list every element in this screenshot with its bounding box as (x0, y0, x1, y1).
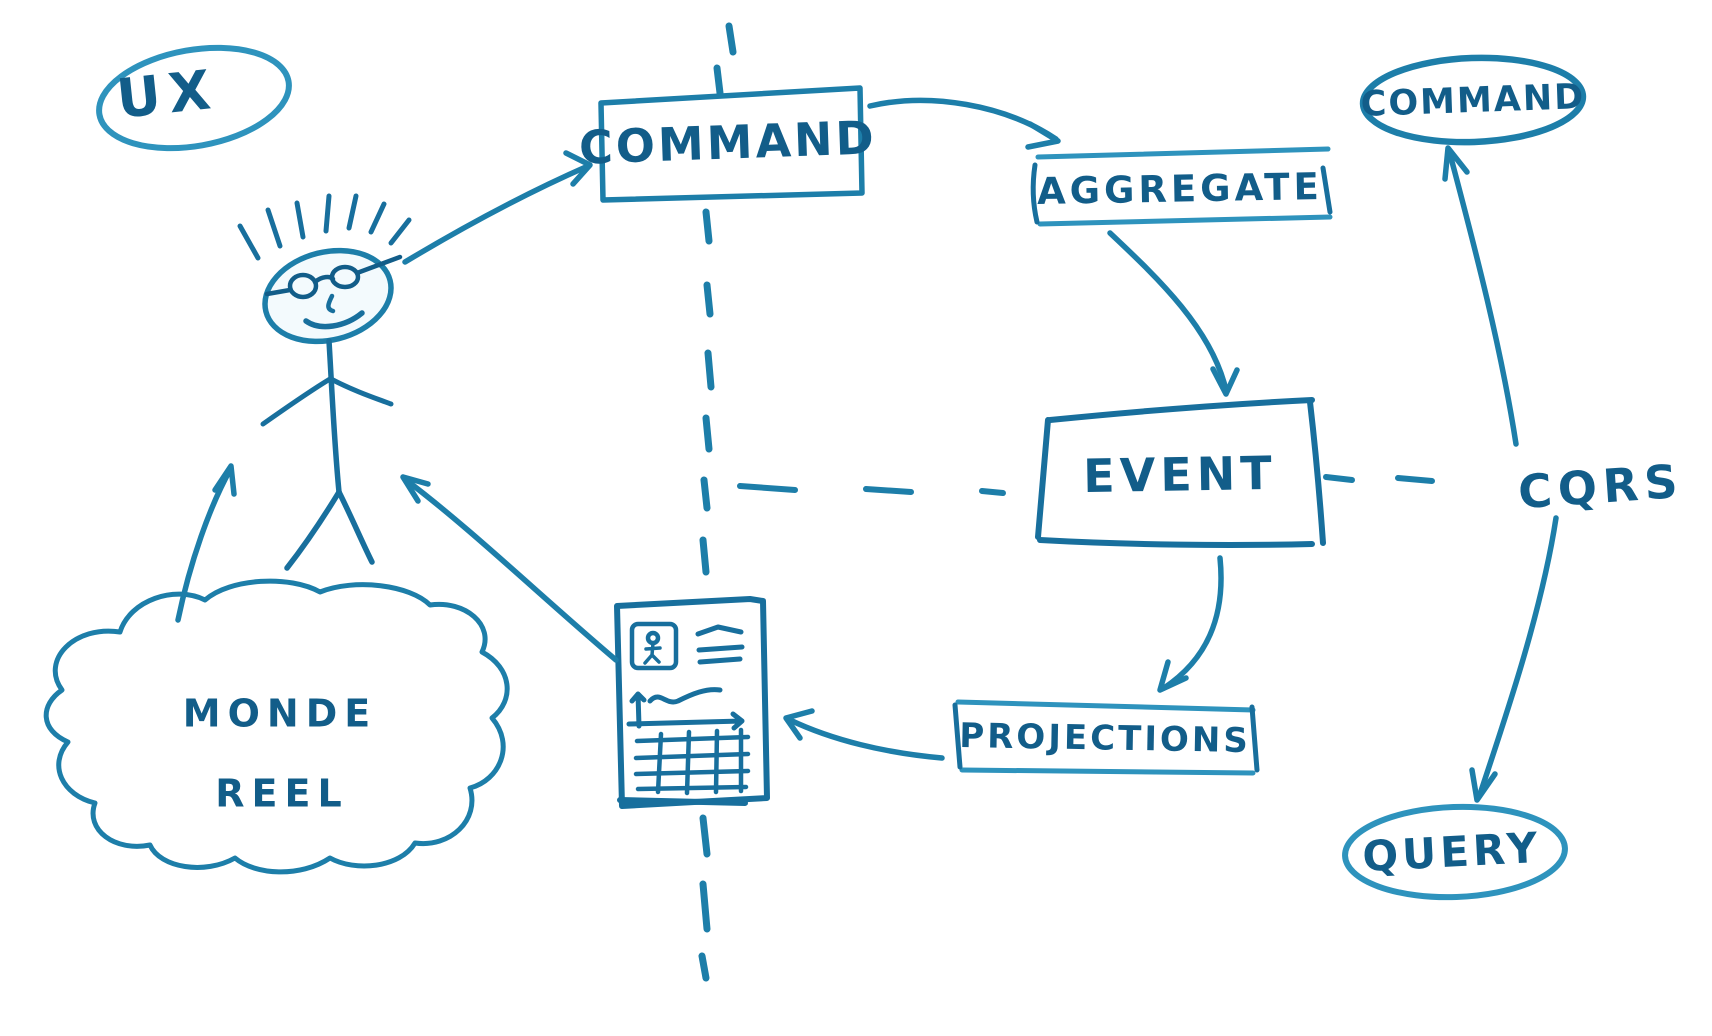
aggregate-box-label: AGGREGATE (1037, 165, 1324, 213)
arrow-event-to-projections (1157, 555, 1224, 693)
mini-line-chart-icon (626, 687, 745, 731)
event-box-node: EVENT (1035, 397, 1326, 548)
event-box-label: EVENT (1083, 446, 1277, 503)
horizontal-dashed-line (737, 474, 1435, 496)
query-oval-node: QUERY (1342, 803, 1568, 901)
projections-box-outline (955, 699, 1256, 713)
command-oval-outline (1359, 54, 1587, 146)
nose (326, 293, 336, 314)
arrow-report-to-user (400, 474, 619, 663)
aggregate-box-node: AGGREGATE (1030, 146, 1333, 227)
head (262, 247, 394, 345)
arrow-command-to-aggregate (867, 97, 1061, 150)
ux-oval-outline (96, 44, 292, 152)
command-oval-label: COMMAND (1360, 77, 1586, 125)
report-document-icon (614, 596, 770, 809)
query-oval-label: QUERY (1361, 823, 1542, 881)
arrow-user-to-command (402, 150, 593, 265)
stick-figure-user-icon (237, 193, 412, 571)
left-arm (260, 376, 333, 427)
projections-box-node: PROJECTIONS (952, 699, 1260, 776)
cloud-label-line1: MONDE (183, 692, 377, 736)
text-lines-icon (695, 624, 745, 665)
command-box-node: COMMAND (578, 85, 878, 203)
arrow-projections-to-report (783, 708, 945, 761)
arrow-cqrs-to-command (1442, 145, 1519, 447)
command-box-outline (598, 85, 865, 203)
command-box-label: COMMAND (578, 110, 877, 174)
mini-table-icon (633, 727, 751, 796)
avatar-thumbnail-icon (629, 621, 679, 671)
real-world-cloud-node: MONDE REEL (43, 578, 510, 875)
body (326, 338, 342, 495)
ux-label: UX (114, 58, 222, 131)
hair-spikes (237, 193, 412, 261)
event-box-outline (1047, 397, 1315, 423)
right-leg (336, 489, 375, 565)
arrow-cqrs-to-query (1469, 515, 1559, 803)
projections-box-label: PROJECTIONS (959, 716, 1251, 761)
query-oval-outline (1342, 803, 1568, 901)
right-arm (328, 376, 394, 407)
cqrs-label: CQRS (1516, 454, 1685, 519)
arrow-cloud-to-user (175, 463, 237, 623)
arrow-aggregate-to-event (1107, 230, 1240, 397)
command-oval-node: COMMAND (1359, 54, 1587, 146)
smile (303, 310, 365, 330)
vertical-dashed-separator (698, 22, 737, 982)
aggregate-box-outline (1035, 146, 1331, 160)
cloud-label-line2: REEL (215, 772, 348, 816)
left-leg (284, 489, 342, 571)
cloud-outline (43, 578, 510, 875)
ux-node: UX (96, 44, 292, 152)
glasses-icon (264, 254, 403, 300)
document-bottom-rule (617, 797, 748, 806)
